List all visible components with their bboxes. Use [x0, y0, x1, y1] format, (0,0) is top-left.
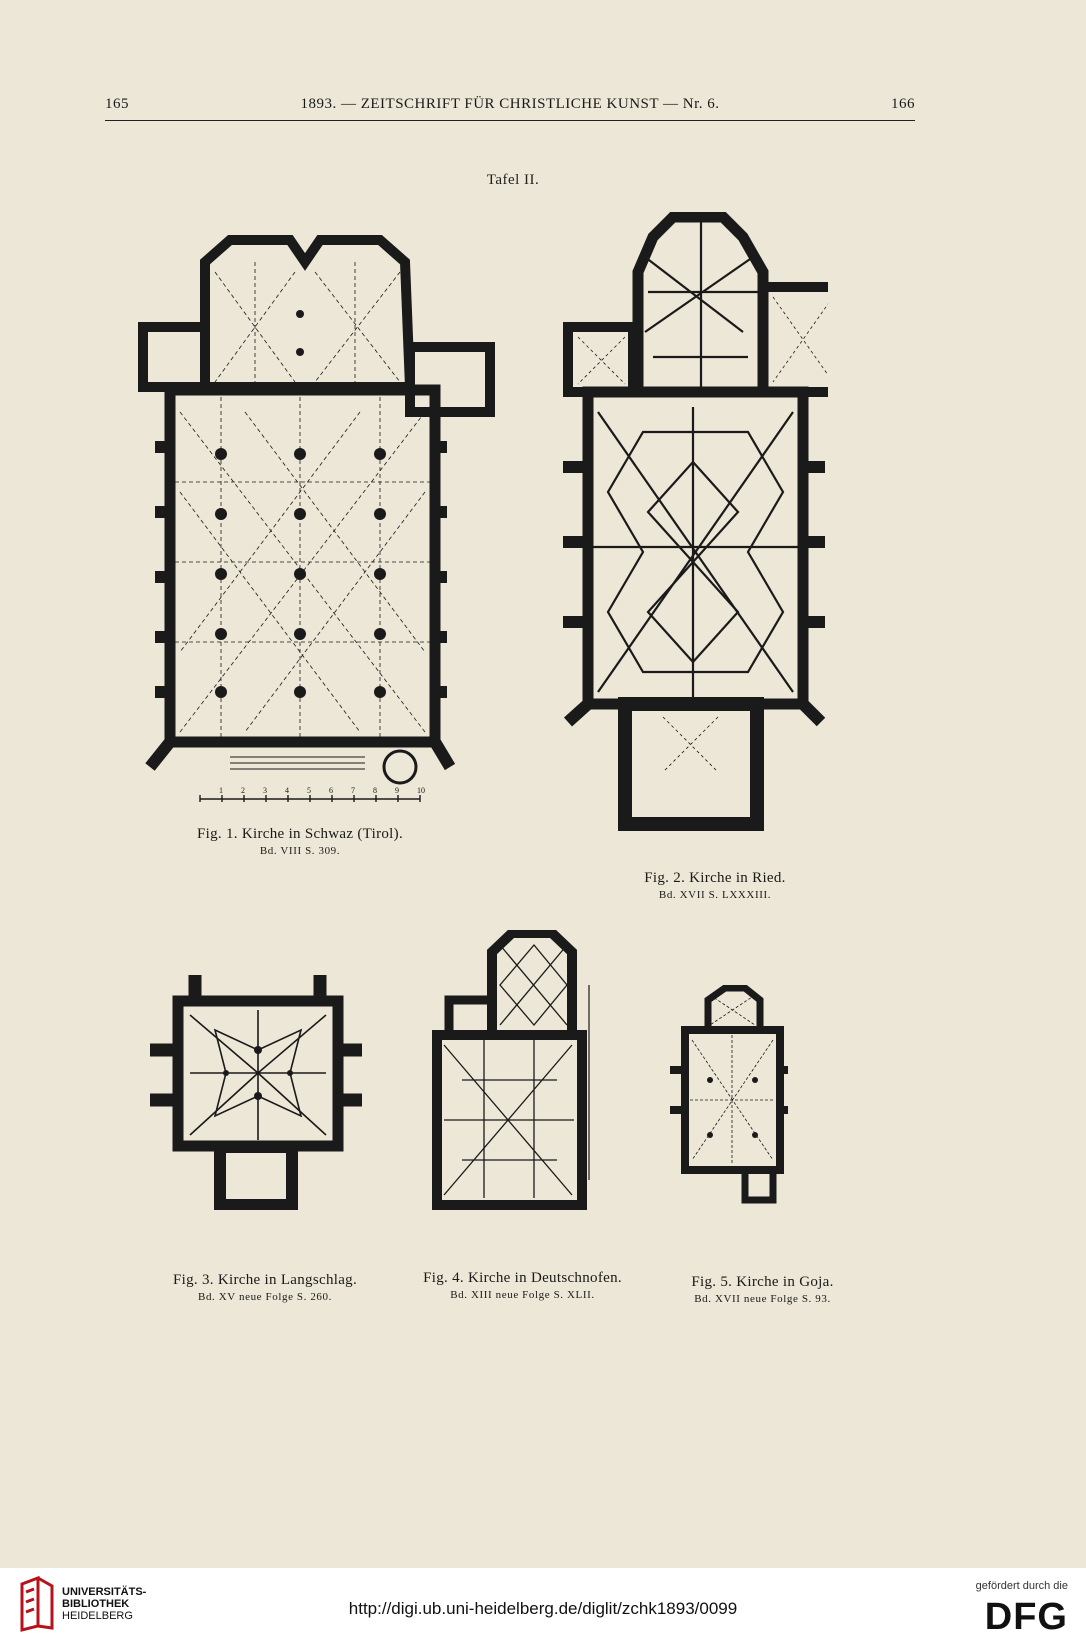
scale-label: 10	[417, 786, 425, 795]
scale-label: 6	[329, 786, 333, 795]
library-name: UNIVERSITÄTS- BIBLIOTHEK HEIDELBERG	[62, 1586, 146, 1622]
scale-label: 5	[307, 786, 311, 795]
caption-fig-4: Fig. 4. Kirche in Deutschnofen. Bd. XIII…	[395, 1270, 650, 1301]
funding-note: gefördert durch die	[975, 1580, 1068, 1592]
university-library-logo-icon	[20, 1576, 54, 1632]
scale-label: 1	[219, 786, 223, 795]
plate-title: Tafel II.	[486, 172, 540, 188]
caption-fig-1: Fig. 1. Kirche in Schwaz (Tirol). Bd. VI…	[155, 826, 445, 857]
caption-fig-2: Fig. 2. Kirche in Ried. Bd. XVII S. LXXX…	[600, 870, 830, 901]
digitization-footer: UNIVERSITÄTS- BIBLIOTHEK HEIDELBERG http…	[0, 1568, 1086, 1645]
page-number-right: 166	[891, 96, 915, 112]
running-header: 165 1893. — ZEITSCHRIFT FÜR CHRISTLICHE …	[105, 96, 915, 121]
scale-label: 7	[351, 786, 355, 795]
library-name-line-1: UNIVERSITÄTS-	[62, 1586, 147, 1598]
scanned-page: 165 1893. — ZEITSCHRIFT FÜR CHRISTLICHE …	[0, 0, 1086, 1568]
caption-fig-2-title: Fig. 2. Kirche in Ried.	[644, 870, 786, 886]
caption-fig-1-title: Fig. 1. Kirche in Schwaz (Tirol).	[197, 826, 403, 842]
library-name-line-3: HEIDELBERG	[62, 1610, 133, 1622]
caption-fig-5-title: Fig. 5. Kirche in Goja.	[691, 1274, 834, 1290]
caption-fig-4-reference: Bd. XIII neue Folge S. XLII.	[450, 1289, 595, 1301]
caption-fig-2-reference: Bd. XVII S. LXXXIII.	[658, 889, 772, 901]
floor-plan-ried	[563, 212, 828, 831]
scale-label: 8	[373, 786, 377, 795]
floor-plan-goja	[670, 985, 788, 1204]
caption-fig-3-reference: Bd. XV neue Folge S. 260.	[198, 1291, 332, 1303]
floor-plan-schwaz: 1 2 3 4 5 6 7 8 9 10	[138, 235, 495, 802]
floor-plan-deutschnofen	[432, 930, 590, 1210]
caption-fig-5-reference: Bd. XVII neue Folge S. 93.	[694, 1293, 831, 1305]
caption-fig-4-title: Fig. 4. Kirche in Deutschnofen.	[423, 1270, 622, 1286]
library-name-line-2: BIBLIOTHEK	[62, 1598, 130, 1610]
caption-fig-3-title: Fig. 3. Kirche in Langschlag.	[172, 1272, 358, 1288]
caption-fig-3: Fig. 3. Kirche in Langschlag. Bd. XV neu…	[135, 1272, 395, 1303]
page-number-left: 165	[105, 96, 129, 112]
journal-title: 1893. — ZEITSCHRIFT FÜR CHRISTLICHE KUNS…	[300, 96, 720, 112]
scale-label: 4	[285, 786, 289, 795]
caption-fig-1-reference: Bd. VIII S. 309.	[259, 845, 341, 857]
scale-label: 3	[263, 786, 267, 795]
dfg-logo: DFG	[984, 1596, 1068, 1638]
caption-fig-5: Fig. 5. Kirche in Goja. Bd. XVII neue Fo…	[660, 1274, 865, 1305]
scale-label: 2	[241, 786, 245, 795]
floor-plan-langschlag	[150, 975, 362, 1210]
scale-label: 9	[395, 786, 399, 795]
permalink-url[interactable]: http://digi.ub.uni-heidelberg.de/diglit/…	[348, 1599, 738, 1618]
